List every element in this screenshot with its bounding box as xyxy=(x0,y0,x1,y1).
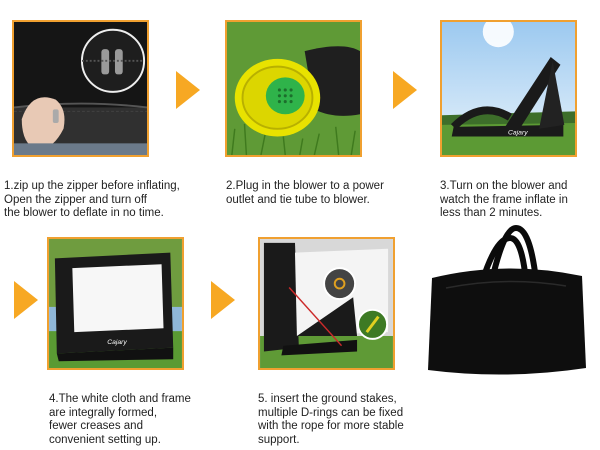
step-5-line-2: multiple D-rings can be fixed xyxy=(258,406,404,419)
arrow-right-icon xyxy=(211,281,235,319)
step-3-logo: Cajary xyxy=(508,130,528,137)
step-3-caption: 3.Turn on the blower and watch the frame… xyxy=(440,180,568,221)
carry-bag xyxy=(426,220,588,382)
step-4-line-1: 4.The white cloth and frame xyxy=(49,393,191,405)
inflated-screen-photo: Cajary xyxy=(49,239,182,368)
step-1-line-2: Open the zipper and turn off xyxy=(4,193,147,206)
carry-bag-photo xyxy=(428,224,586,375)
step-5-line-4: support. xyxy=(258,433,300,446)
step-1-caption: 1.zip up the zipper before inflating, Op… xyxy=(4,180,180,221)
step-4-caption: 4.The white cloth and frame are integral… xyxy=(49,393,191,447)
step-2-caption: 2.Plug in the blower to a power outlet a… xyxy=(226,180,384,207)
arrow-right-icon xyxy=(176,71,200,109)
step-3-line-1: 3.Turn on the blower and xyxy=(440,180,568,192)
zipper-closeup-photo xyxy=(14,22,147,155)
arrow-right-icon xyxy=(14,281,38,319)
arrow-right-icon xyxy=(393,71,417,109)
step-3-line-2: watch the frame inflate in xyxy=(440,193,568,206)
step-5-photo xyxy=(258,237,395,370)
step-4-line-2: are integrally formed, xyxy=(49,406,158,419)
step-4-line-3: fewer creases and xyxy=(49,420,143,432)
frame-inflating-photo: Cajary xyxy=(442,22,575,155)
step-1-line-1: 1.zip up the zipper before inflating, xyxy=(4,180,180,192)
step-3-photo: Cajary xyxy=(440,20,577,157)
ground-stakes-photo xyxy=(260,239,393,368)
step-2-line-1: 2.Plug in the blower to a power xyxy=(226,180,384,192)
step-2-line-2: outlet and tie tube to blower. xyxy=(226,193,370,206)
step-4-photo: Cajary xyxy=(47,237,184,370)
step-5-caption: 5. insert the ground stakes, multiple D-… xyxy=(258,393,404,447)
step-3-line-3: less than 2 minutes. xyxy=(440,207,543,219)
blower-on-grass-photo xyxy=(227,22,360,155)
step-1-photo xyxy=(12,20,149,157)
step-1-line-3: the blower to deflate in no time. xyxy=(4,207,164,219)
step-2-photo xyxy=(225,20,362,157)
step-5-line-1: 5. insert the ground stakes, xyxy=(258,393,397,405)
step-5-line-3: with the rope for more stable xyxy=(258,420,404,432)
step-4-logo: Cajary xyxy=(107,339,127,346)
step-4-line-4: convenient setting up. xyxy=(49,433,161,446)
